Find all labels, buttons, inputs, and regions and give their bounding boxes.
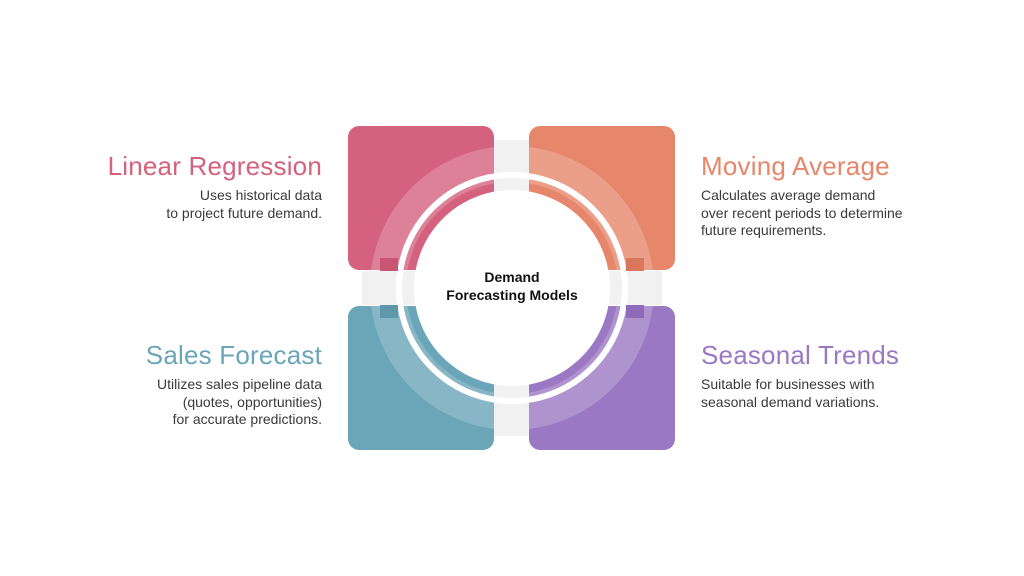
- linear-regression-title: Linear Regression: [107, 151, 322, 181]
- moving-average-block: Moving Average Calculates average demand…: [701, 151, 981, 240]
- seasonal-trends-title: Seasonal Trends: [701, 340, 900, 370]
- linear-regression-block: Linear Regression Uses historical data t…: [60, 151, 322, 222]
- center-title: Demand Forecasting Models: [432, 268, 592, 304]
- sales-forecast-description: Utilizes sales pipeline data (quotes, op…: [157, 376, 322, 427]
- center-title-line-2: Forecasting Models: [446, 287, 578, 303]
- marker-tr: [626, 258, 644, 271]
- marker-tl: [380, 258, 398, 271]
- moving-average-description: Calculates average demand over recent pe…: [701, 187, 903, 238]
- center-disc: [414, 190, 610, 386]
- marker-br: [626, 305, 644, 318]
- inner-ring-line: [396, 172, 628, 404]
- seasonal-trends-block: Seasonal Trends Suitable for businesses …: [701, 340, 981, 411]
- moving-average-title: Moving Average: [701, 151, 890, 181]
- linear-regression-description: Uses historical data to project future d…: [166, 187, 322, 221]
- sales-forecast-title: Sales Forecast: [145, 340, 322, 370]
- sales-forecast-block: Sales Forecast Utilizes sales pipeline d…: [60, 340, 322, 429]
- marker-bl: [380, 305, 398, 318]
- center-title-line-1: Demand: [484, 269, 540, 285]
- seasonal-trends-description: Suitable for businesses with seasonal de…: [701, 376, 880, 410]
